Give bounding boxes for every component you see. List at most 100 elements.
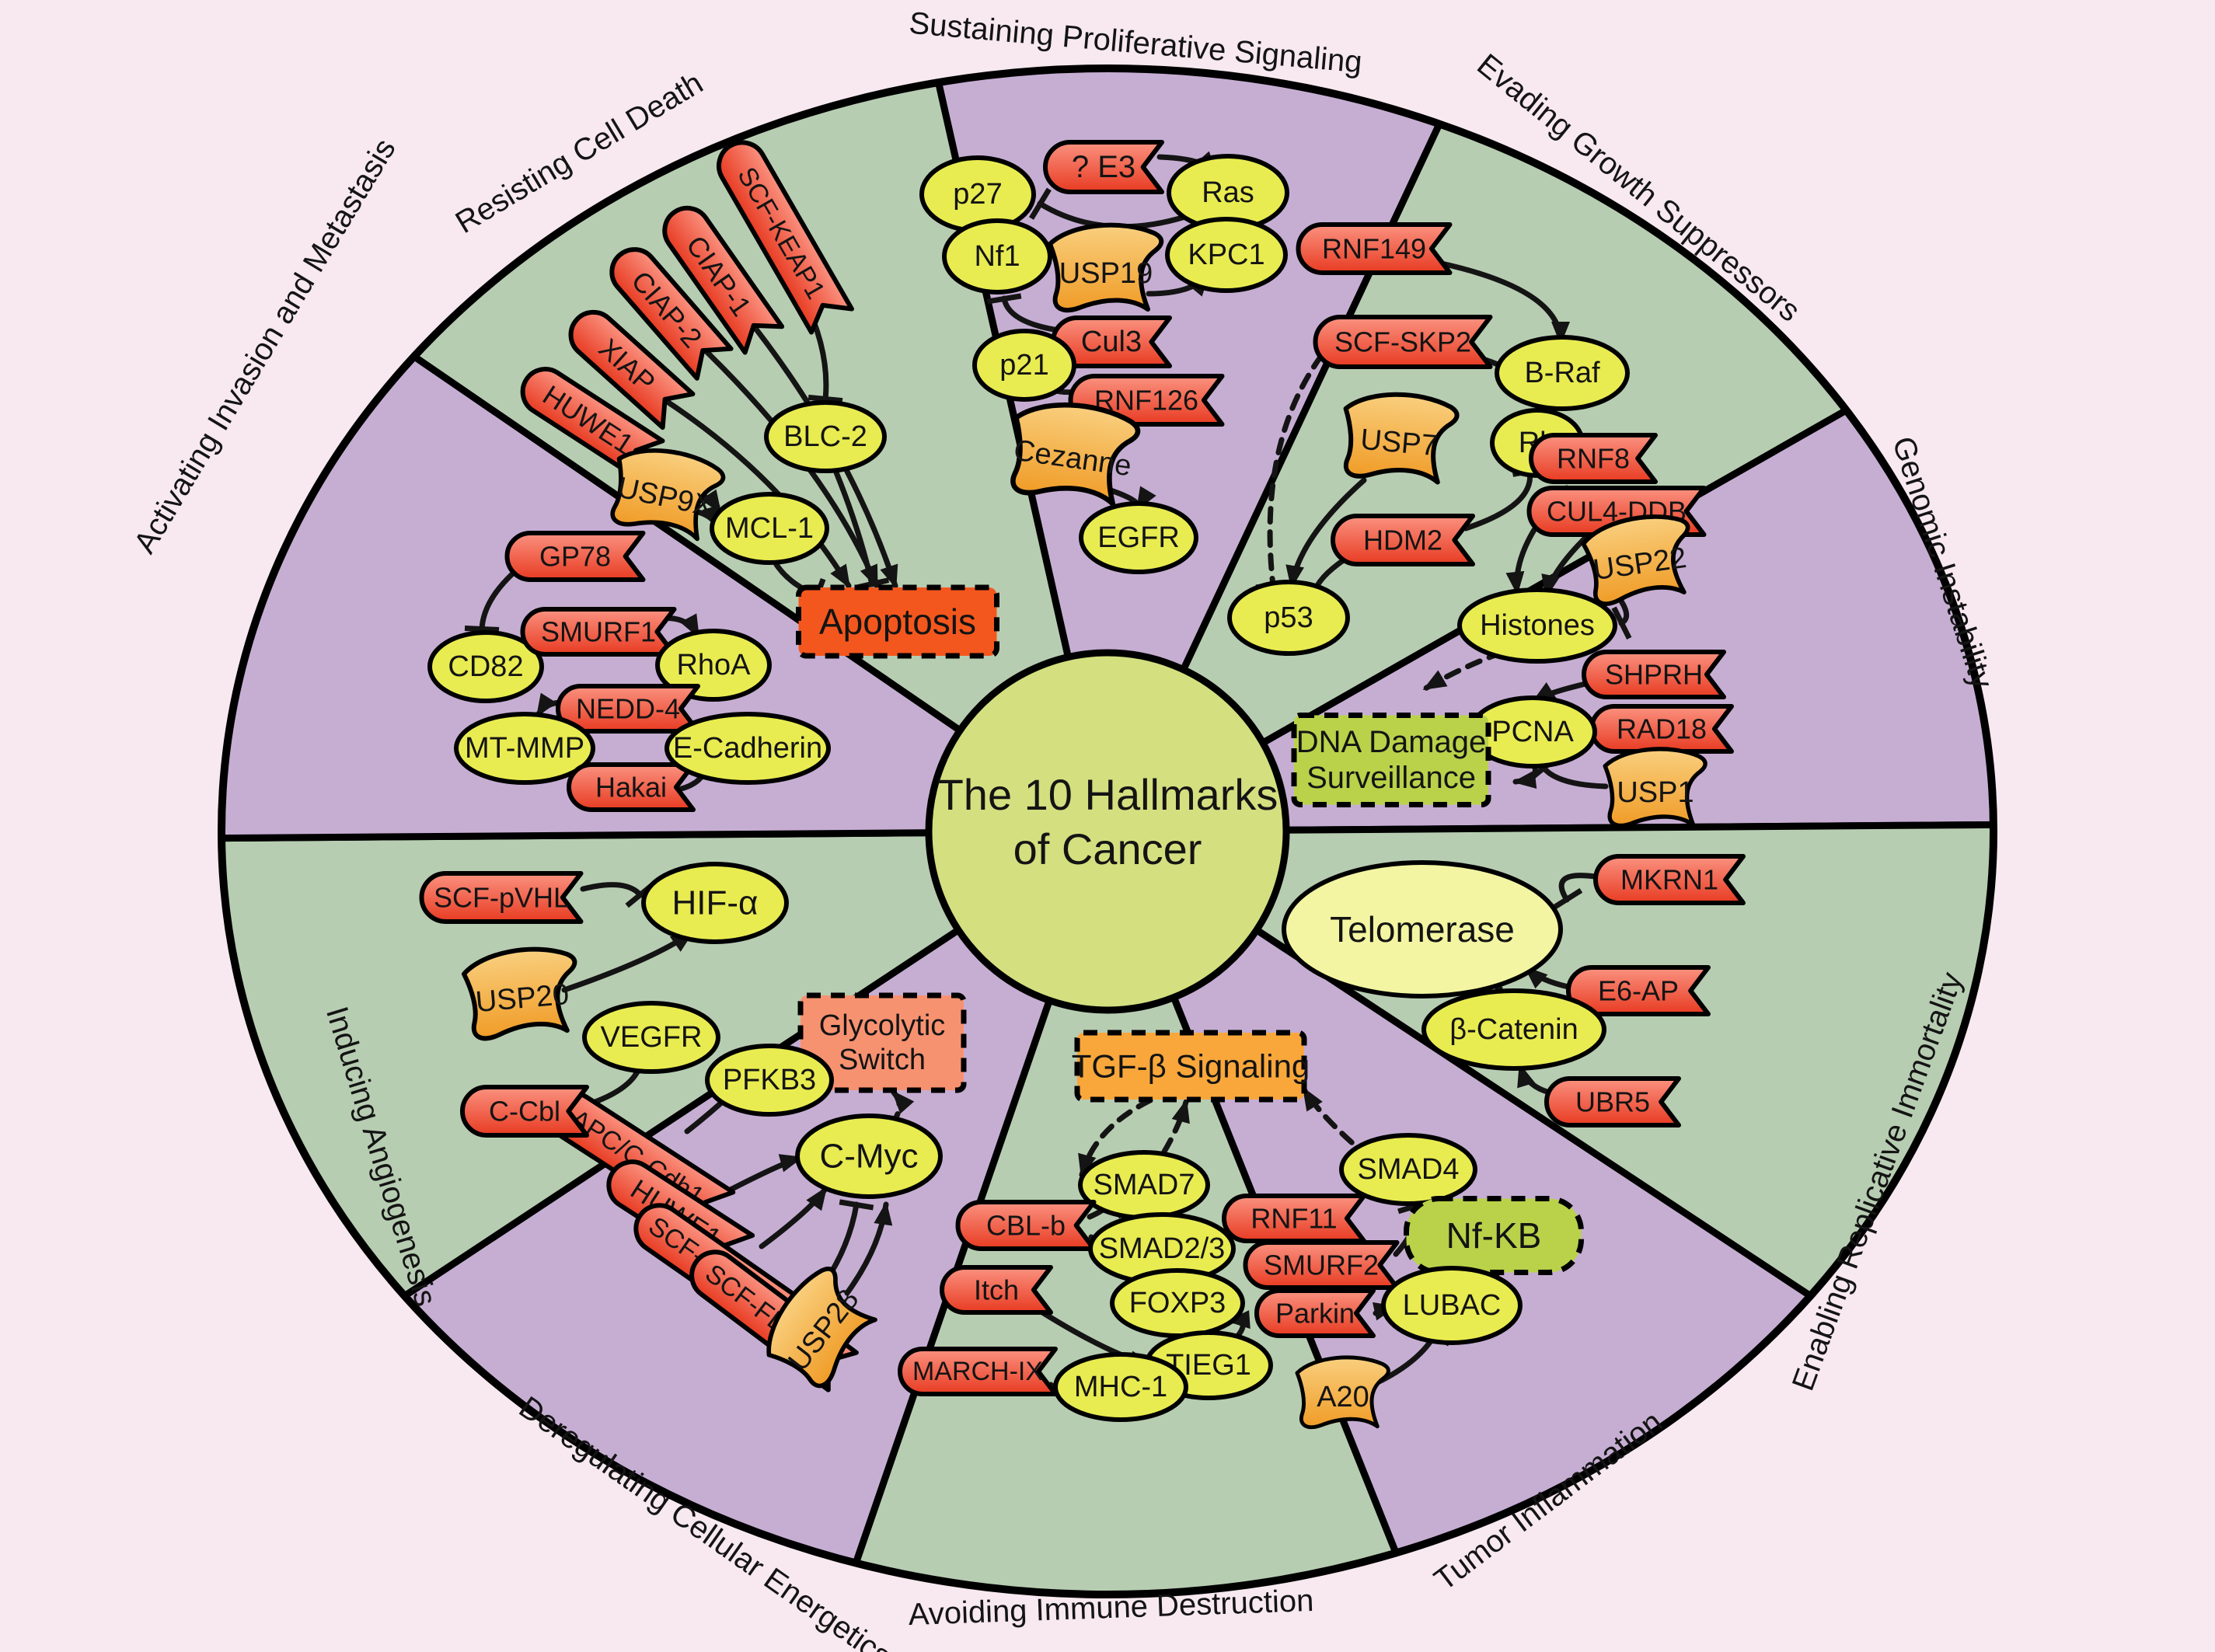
node-usp7: USP7 (1343, 392, 1460, 485)
label-ccbl: C-Cbl (489, 1096, 560, 1127)
label-mhc1: MHC-1 (1074, 1371, 1167, 1403)
shape-ribbon-e3q (1043, 140, 1164, 194)
label-usp20: USP20 (474, 978, 570, 1019)
node-usp22: USP22 (1581, 514, 1690, 606)
node-rnf11: RNF11 (1222, 1194, 1366, 1243)
shape-ellipse-pfkb3 (705, 1044, 834, 1117)
node-usp9x: USP9X (610, 448, 726, 542)
node-usp1: USP1 (1603, 747, 1707, 828)
node-bcatenin: β-Catenin (1421, 988, 1606, 1071)
shape-ribbon-rnf11 (1222, 1194, 1366, 1243)
node-scfpvhl: SCF-pVHL (419, 871, 584, 924)
label-blc2: BLC-2 (783, 420, 867, 453)
label-scfpvhl: SCF-pVHL (434, 882, 569, 914)
label-a20: A20 (1317, 1381, 1369, 1413)
label-apoptosis: Apoptosis (819, 601, 976, 642)
node-ubr5: UBR5 (1544, 1076, 1681, 1127)
label-nedd4: NEDD-4 (576, 693, 680, 725)
shape-ellipse-rhoa (655, 629, 772, 702)
shape-ellipse-blc2 (764, 400, 887, 473)
shape-ribbon-scfpvhl (419, 871, 584, 924)
label-smad23: SMAD2/3 (1099, 1232, 1226, 1265)
node-apoptosis: Apoptosis (796, 584, 999, 659)
label-scfskp2: SCF-SKP2 (1334, 326, 1471, 358)
shape-ellipse-p53 (1227, 580, 1350, 656)
edge-pvhl-hifa-inhibit (580, 881, 655, 908)
label-smad7: SMAD7 (1094, 1169, 1195, 1201)
label-gp78: GP78 (539, 541, 611, 573)
node-hifa: HIF-α (641, 862, 789, 944)
node-smad23: SMAD2/3 (1088, 1212, 1236, 1285)
shape-ribbon-ccbl (460, 1085, 589, 1138)
shape-ellipse-cd82 (427, 630, 544, 703)
shape-box-glybox (797, 992, 967, 1093)
shape-ellipse-histones (1457, 587, 1617, 664)
label-hakai: Hakai (595, 772, 667, 803)
label-foxp3: FOXP3 (1129, 1287, 1226, 1319)
label-hdm2: HDM2 (1363, 525, 1442, 556)
outer-rim (218, 64, 1997, 1598)
node-blc2: BLC-2 (764, 400, 887, 473)
shape-ellipse-nf1 (942, 218, 1052, 295)
label-kpc1: KPC1 (1188, 239, 1264, 271)
label-pcna: PCNA (1491, 716, 1574, 748)
node-mcl1: MCL-1 (710, 492, 829, 565)
shape-blob-usp7 (1343, 392, 1460, 485)
shape-ribbon-hdm2 (1331, 514, 1475, 566)
node-kpc1: KPC1 (1165, 217, 1288, 293)
shape-blob-usp19 (1048, 222, 1164, 313)
node-smad7: SMAD7 (1078, 1150, 1210, 1220)
label-shprh: SHPRH (1605, 659, 1703, 691)
label-ecadherin: E-Cadherin (673, 732, 822, 765)
label-hifa: HIF-α (672, 884, 759, 922)
node-usp19: USP19 (1048, 222, 1164, 313)
shape-blob-cezanne (1010, 402, 1141, 507)
shape-box-tgfbox (1074, 1030, 1307, 1103)
label-pfkb3: PFKB3 (723, 1064, 816, 1096)
label-e6ap: E6-AP (1598, 975, 1679, 1007)
shape-blob-usp9x (610, 448, 726, 542)
shape-ribbon-cblb (955, 1200, 1097, 1251)
node-p27: p27 (919, 155, 1036, 233)
shape-ribbon-scfkeap1 (717, 140, 854, 335)
label-mcl1: MCL-1 (725, 512, 814, 545)
shape-ribbon-smurf2 (1243, 1240, 1400, 1290)
node-smurf1: SMURF1 (520, 607, 677, 657)
shape-ellipse-hifa (641, 862, 789, 944)
shape-ellipse-telomerase (1282, 860, 1563, 999)
node-rhoa: RhoA (655, 629, 772, 702)
shape-ellipse-ecadherin (664, 712, 831, 785)
edge-rnf149-braf-activate (1435, 260, 1570, 345)
label-mtmmp: MT-MMP (465, 732, 584, 765)
node-usp20: USP20 (461, 946, 577, 1041)
node-rnf8: RNF8 (1529, 433, 1658, 484)
node-nedd4: NEDD-4 (556, 684, 700, 734)
node-lubac: LUBAC (1381, 1266, 1523, 1345)
label-cul3: Cul3 (1081, 326, 1142, 358)
node-a20: A20 (1295, 1355, 1390, 1430)
node-egfr: EGFR (1079, 501, 1198, 574)
shape-ribbon-itch (940, 1265, 1053, 1315)
edge-scfskp2-p53-inhibit (1255, 353, 1324, 591)
label-rnf11: RNF11 (1251, 1203, 1337, 1235)
shape-ribbon-huwe1a (520, 367, 665, 482)
edge-tgf-cblb-activate (1078, 1097, 1153, 1178)
node-parkin: Parkin (1254, 1288, 1376, 1338)
shape-ellipse-lubac (1381, 1266, 1523, 1345)
shape-ribbon-hakai (567, 762, 696, 812)
node-mkrn1: MKRN1 (1593, 854, 1746, 905)
shape-ellipse-mhc1 (1053, 1352, 1188, 1422)
node-ciap2: CIAP-2 (609, 247, 734, 381)
shape-ribbon-smurf1 (520, 607, 677, 657)
label-mkrn1: MKRN1 (1620, 864, 1718, 896)
label-usp1: USP1 (1617, 776, 1694, 809)
edge-xiap-apop-activate (656, 393, 852, 589)
node-pcna: PCNA (1468, 695, 1597, 768)
